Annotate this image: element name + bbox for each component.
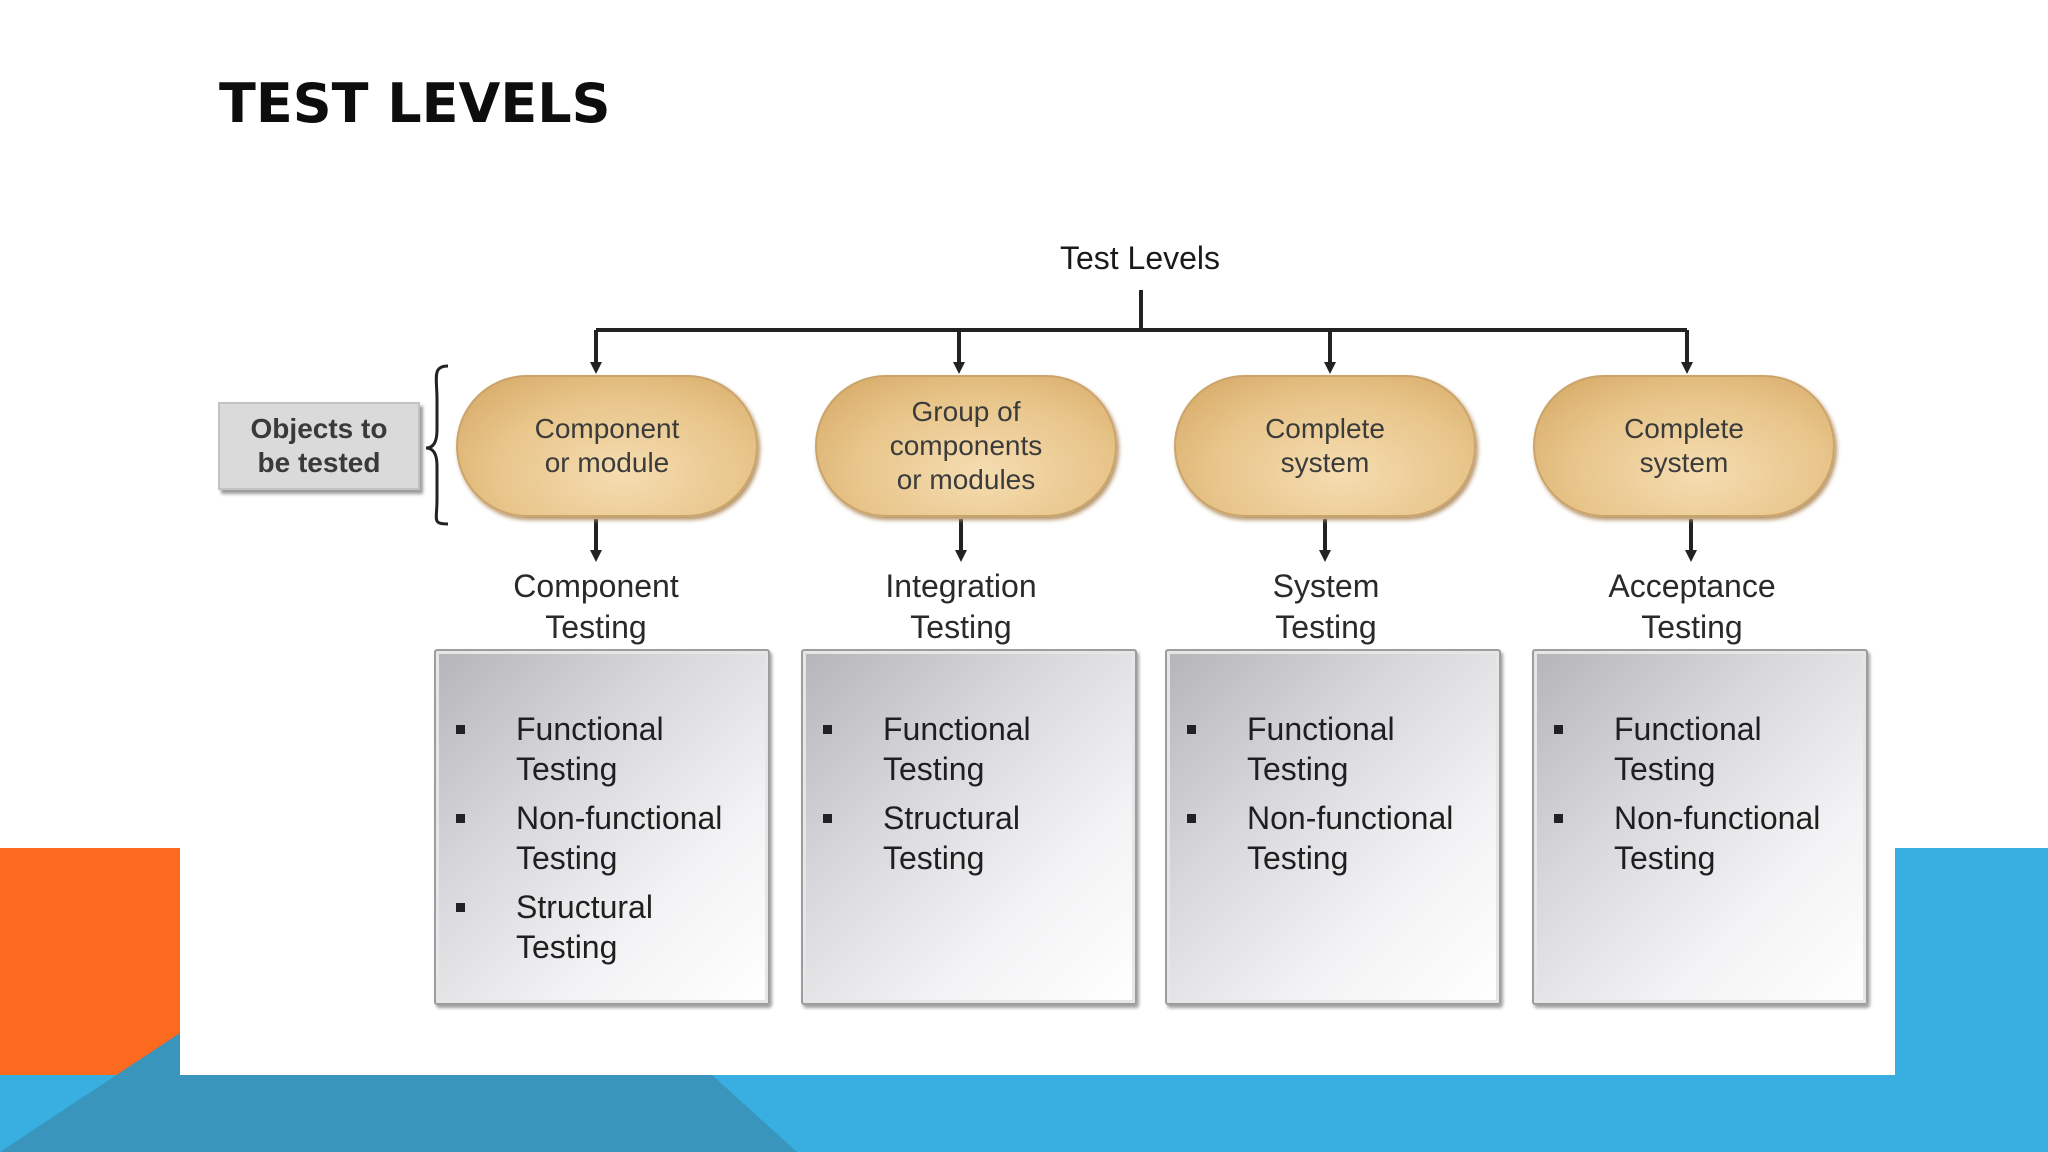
test-type-item: Functional Testing xyxy=(1167,709,1499,789)
level-name: Integration Testing xyxy=(885,568,1037,645)
bullet-icon xyxy=(456,814,465,823)
object-pill: Component or module xyxy=(456,375,758,517)
test-type-item: Structural Testing xyxy=(803,798,1135,878)
test-type-label: Non-functional Testing xyxy=(1247,800,1454,876)
test-type-item: Non-functional Testing xyxy=(1167,798,1499,878)
object-pill: Complete system xyxy=(1174,375,1476,517)
test-type-item: Non-functional Testing xyxy=(1534,798,1866,878)
test-type-item: Non-functional Testing xyxy=(436,798,768,878)
objects-to-be-tested-box: Objects to be tested xyxy=(218,402,420,490)
test-type-label: Functional Testing xyxy=(1247,711,1395,787)
test-types-box: Functional Testing Non-functional Testin… xyxy=(434,649,770,1005)
test-type-item: Structural Testing xyxy=(436,887,768,967)
object-pill: Complete system xyxy=(1533,375,1835,517)
bullet-icon xyxy=(1554,814,1563,823)
level-name: Component Testing xyxy=(513,568,679,645)
bullet-icon xyxy=(456,725,465,734)
test-type-label: Structural Testing xyxy=(883,800,1020,876)
test-type-label: Structural Testing xyxy=(516,889,653,965)
object-pill: Group of components or modules xyxy=(815,375,1117,517)
diagram-root-label: Test Levels xyxy=(1059,240,1221,276)
test-type-label: Functional Testing xyxy=(1614,711,1762,787)
slide-title: TEST LEVELS xyxy=(219,72,611,135)
test-type-label: Functional Testing xyxy=(516,711,664,787)
bullet-icon xyxy=(823,814,832,823)
test-type-label: Non-functional Testing xyxy=(516,800,723,876)
test-type-item: Functional Testing xyxy=(436,709,768,789)
test-type-item: Functional Testing xyxy=(803,709,1135,789)
bullet-icon xyxy=(1187,814,1196,823)
test-types-box: Functional Testing Structural Testing xyxy=(801,649,1137,1005)
test-type-label: Non-functional Testing xyxy=(1614,800,1821,876)
bullet-icon xyxy=(1554,725,1563,734)
objects-brace xyxy=(425,364,449,526)
bullet-icon xyxy=(456,903,465,912)
test-types-box: Functional Testing Non-functional Testin… xyxy=(1532,649,1868,1005)
dark-blue-band xyxy=(0,1033,797,1152)
bullet-icon xyxy=(1187,725,1196,734)
level-name: Acceptance Testing xyxy=(1608,568,1776,645)
test-type-item: Functional Testing xyxy=(1534,709,1866,789)
test-type-label: Functional Testing xyxy=(883,711,1031,787)
level-name: System Testing xyxy=(1272,568,1380,645)
bullet-icon xyxy=(823,725,832,734)
test-types-box: Functional Testing Non-functional Testin… xyxy=(1165,649,1501,1005)
